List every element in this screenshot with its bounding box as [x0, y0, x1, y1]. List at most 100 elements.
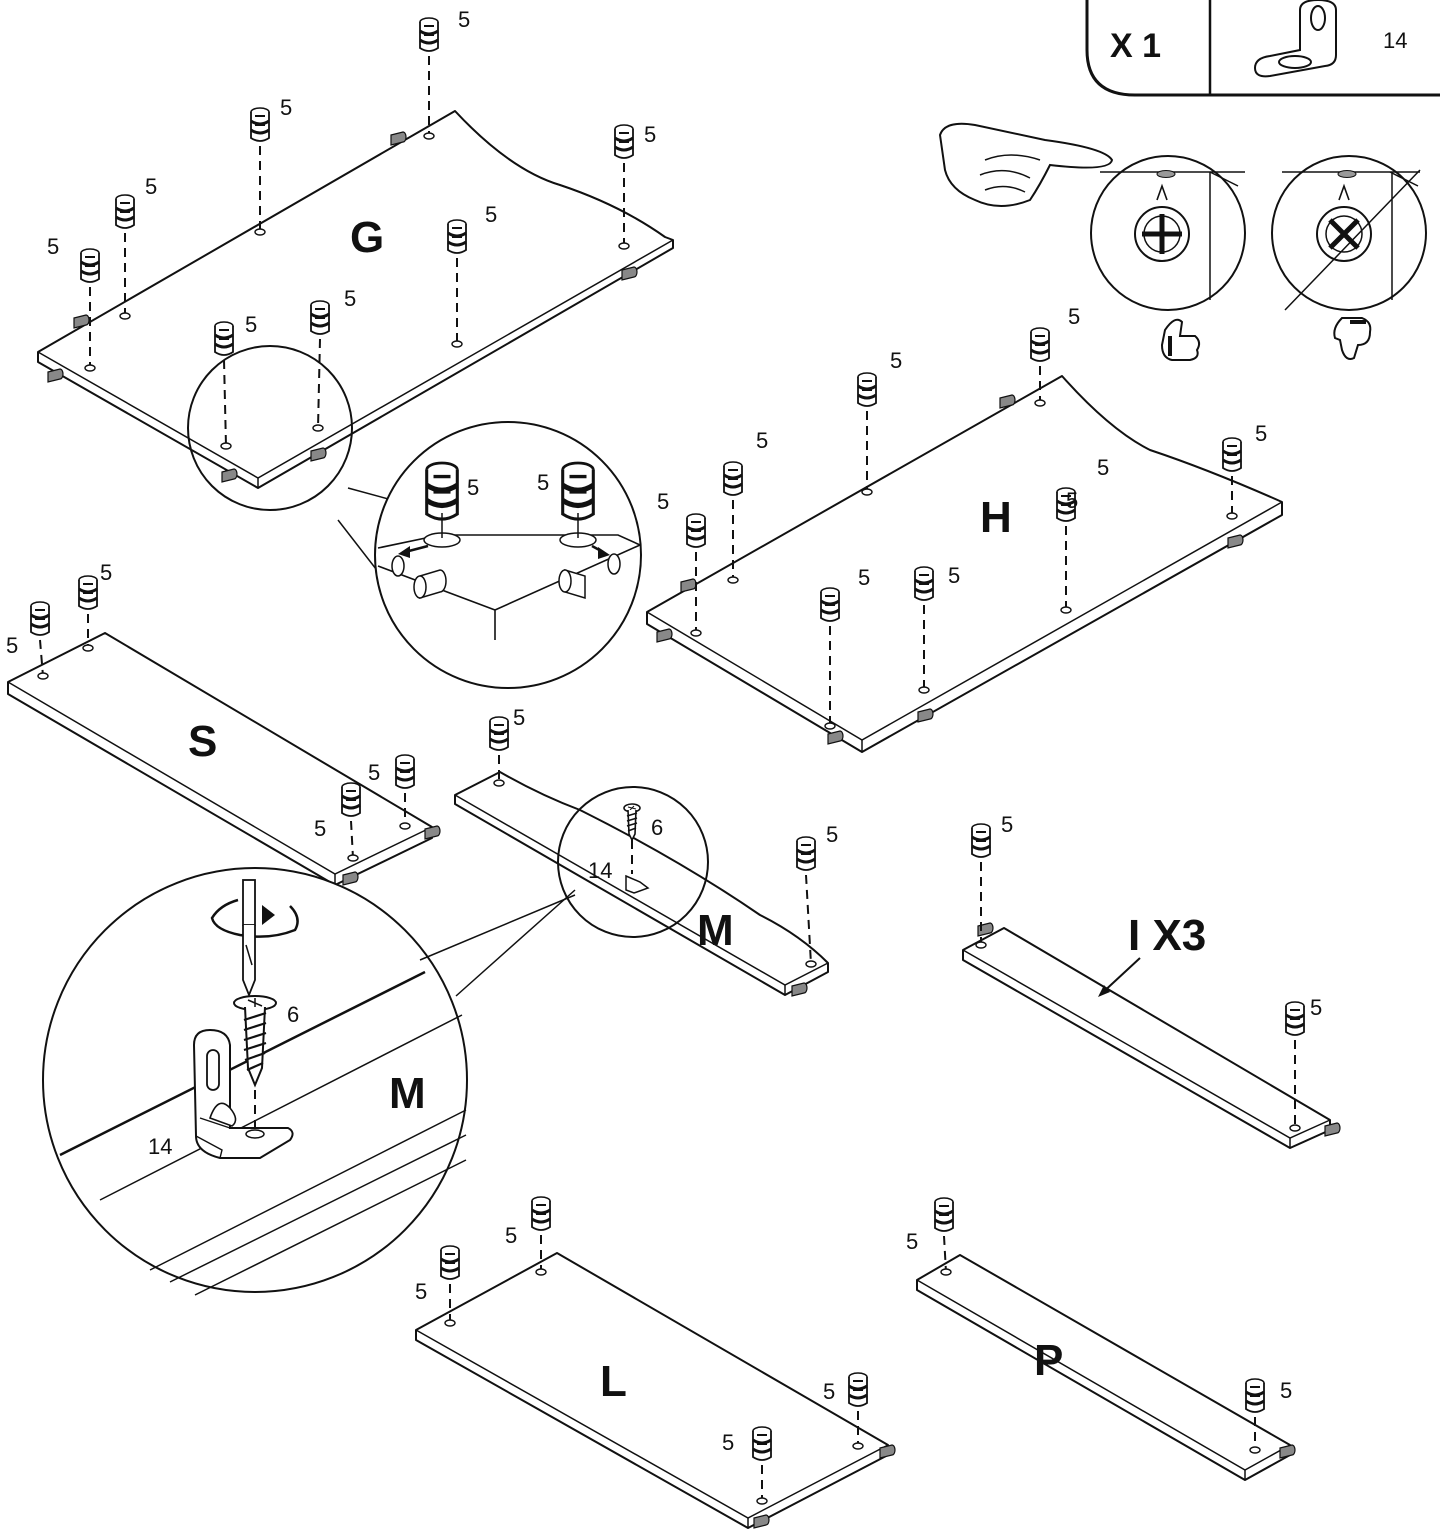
cam-lock — [722, 460, 744, 584]
cam-part-number: 5 — [314, 816, 326, 841]
cam-lock — [819, 586, 841, 730]
cam-zoom-detail — [187, 345, 642, 689]
cam-part-number: 5 — [1280, 1378, 1292, 1403]
screw-part-number: 6 — [287, 1002, 299, 1027]
panel-G-label: G — [350, 213, 384, 262]
cam-part-number: 5 — [644, 122, 656, 147]
cam-part-number: 5 — [368, 760, 380, 785]
cam-part-number: 5 — [415, 1279, 427, 1304]
panel-I: I X3 — [962, 911, 1341, 1149]
cam-lock — [114, 193, 136, 320]
cam-lock — [418, 16, 440, 140]
bracket-part-number: 14 — [588, 858, 612, 883]
cam-part-number: 5 — [145, 174, 157, 199]
cam-part-number: 5 — [657, 489, 669, 514]
cam-lock — [249, 106, 271, 236]
legend-quantity: X 1 — [1110, 27, 1161, 65]
cam-lock — [530, 1195, 552, 1276]
correct-orientation-detail — [1090, 155, 1246, 311]
cam-part-number: 5 — [826, 822, 838, 847]
cam-lock — [1221, 436, 1243, 520]
panel-H: H — [646, 375, 1283, 753]
cam-lock — [79, 247, 101, 372]
panel-L: L — [415, 1252, 896, 1529]
cam-part-number: 5 — [344, 286, 356, 311]
panel-I-label: I X3 — [1128, 911, 1206, 960]
cam-part-number: 5 — [458, 7, 470, 32]
cam-part-number: 5 — [537, 470, 549, 495]
panel-G: G — [37, 110, 674, 489]
cam-part-number: 5 — [505, 1223, 517, 1248]
bracket-icon — [1253, 0, 1337, 78]
detail-M-label: M — [389, 1069, 426, 1118]
thumbs-up-icon — [1160, 318, 1201, 361]
cam-part-number: 5 — [1068, 304, 1080, 329]
cam-lock — [446, 218, 468, 348]
legend-part-number: 14 — [1383, 28, 1407, 53]
legend-box: X 1 14 — [1085, 0, 1440, 97]
cam-lock — [795, 835, 817, 968]
cam-lock — [856, 371, 878, 496]
panel-H-label: H — [980, 493, 1012, 542]
pointing-hand-icon — [938, 122, 1114, 207]
cam-part-number: 5 — [245, 312, 257, 337]
part-number-layer: 5 5 5 5 5 5 5 5 5 5 5 5 5 5 5 5 5 5 5 5 5 5 5 5 5 5 5 5 5 5 5 5 5 6 6 14 14 — [6, 7, 1322, 1455]
screw-part-number: 6 — [651, 815, 663, 840]
cam-lock — [309, 299, 331, 432]
cam-lock — [1055, 486, 1077, 614]
cam-part-number: 5 — [280, 95, 292, 120]
cam-part-number: 5 — [1310, 995, 1322, 1020]
cam-part-number: 5 — [948, 563, 960, 588]
panel-P-label: P — [1034, 1336, 1063, 1385]
panel-S: S — [7, 632, 441, 886]
cam-lock — [933, 1196, 955, 1276]
cam-lock — [847, 1371, 869, 1450]
cam-part-number: 5 — [1255, 421, 1267, 446]
cam-lock — [77, 574, 99, 652]
cam-lock — [1244, 1377, 1266, 1454]
cam-lock — [751, 1425, 773, 1505]
cam-lock — [685, 512, 707, 637]
cam-lock — [488, 715, 510, 787]
panel-P: P — [916, 1254, 1296, 1481]
cam-lock-layer — [29, 16, 1306, 1505]
bracket-marker-icon — [625, 874, 650, 894]
cam-part-number: 5 — [1001, 812, 1013, 837]
bracket-zoom-detail: M — [42, 867, 576, 1296]
panel-M-label: M — [697, 906, 734, 955]
cam-lock — [394, 753, 416, 830]
cam-lock — [1029, 326, 1051, 407]
cam-part-number: 5 — [756, 428, 768, 453]
bracket-part-number: 14 — [148, 1134, 172, 1159]
cam-part-number: 5 — [6, 633, 18, 658]
cam-lock — [613, 123, 635, 250]
cam-part-number: 5 — [100, 560, 112, 585]
cam-lock — [213, 320, 235, 450]
cam-part-number: 5 — [1066, 488, 1078, 513]
cam-lock — [1284, 1000, 1306, 1132]
cam-part-number: 5 — [513, 705, 525, 730]
panel-S-label: S — [188, 717, 217, 766]
thumbs-down-icon — [1333, 317, 1372, 360]
cam-lock — [439, 1244, 461, 1327]
cam-part-number: 5 — [823, 1379, 835, 1404]
cam-part-number: 5 — [858, 565, 870, 590]
panel-L-label: L — [600, 1357, 627, 1406]
cam-part-number: 5 — [467, 475, 479, 500]
cam-lock — [340, 781, 362, 862]
wrong-orientation-detail — [1271, 155, 1427, 311]
cam-part-number: 5 — [485, 202, 497, 227]
cam-part-number: 5 — [1097, 455, 1109, 480]
panel-M: M — [454, 771, 829, 997]
cam-lock — [970, 822, 992, 949]
panel-M-zoom-circle — [557, 786, 709, 938]
cam-lock — [29, 600, 51, 680]
cam-part-number: 5 — [47, 234, 59, 259]
cam-part-number: 5 — [890, 348, 902, 373]
cam-lock — [913, 565, 935, 694]
cam-part-number: 5 — [722, 1430, 734, 1455]
glue-pad-icon — [208, 1102, 237, 1127]
cam-part-number: 5 — [906, 1229, 918, 1254]
